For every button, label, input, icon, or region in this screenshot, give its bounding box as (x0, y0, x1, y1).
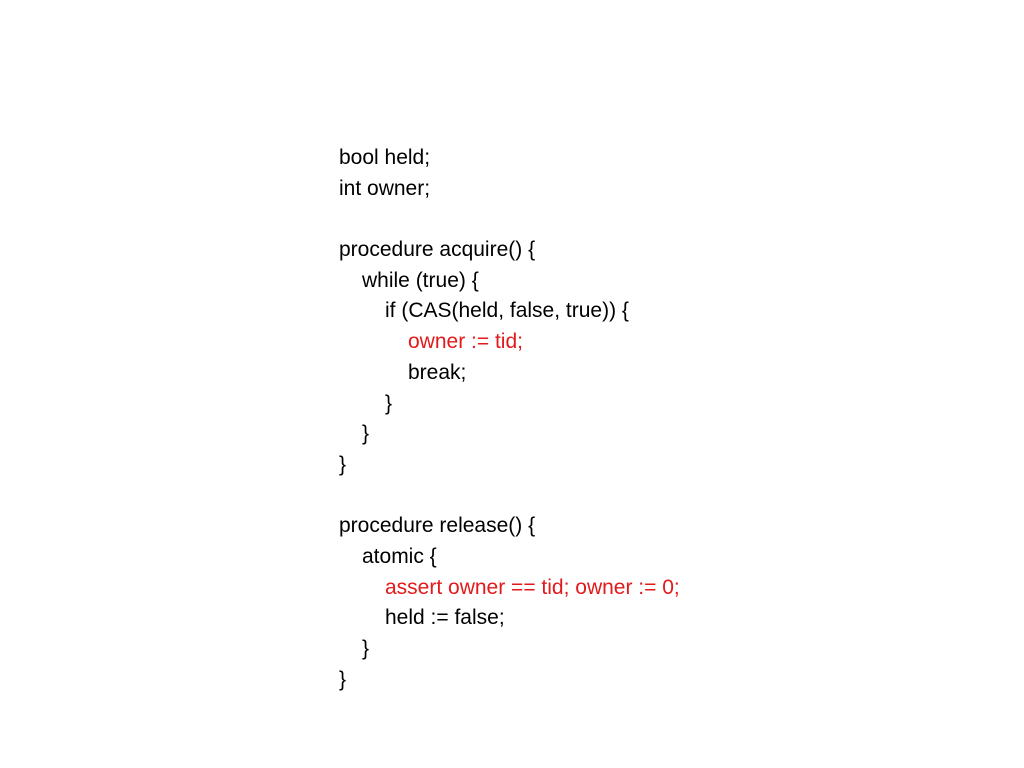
code-line: held := false; (385, 606, 505, 630)
code-line: break; (408, 360, 467, 384)
code-line: } (362, 637, 370, 660)
code-line: bool held; (339, 146, 431, 169)
code-line: } (362, 422, 370, 446)
code-block: bool held; int owner; procedure acquire() … (339, 143, 680, 695)
code-line: owner := tid; (408, 330, 523, 354)
code-blank-line (339, 481, 680, 512)
code-line: } (385, 391, 393, 415)
code-line: } (339, 452, 347, 476)
code-line: } (339, 667, 347, 691)
code-line: atomic { (362, 544, 437, 568)
code-line: procedure release() { (339, 514, 536, 538)
code-line: int owner; (339, 176, 431, 200)
code-line: if (CAS(held, false, true)) { (385, 299, 629, 323)
code-line: while (true) { (362, 268, 479, 292)
code-blank-line (339, 204, 680, 235)
code-line: assert owner == tid; owner := 0; (385, 575, 680, 599)
code-line: procedure acquire() { (339, 238, 536, 262)
